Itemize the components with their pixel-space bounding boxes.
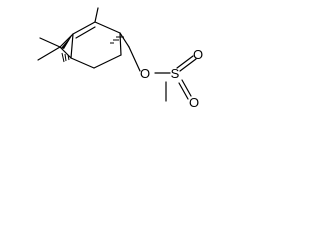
bond-ch2-o <box>128 46 141 72</box>
bond-c4-c5 <box>93 54 122 69</box>
hashed-wedge-bonds <box>61 36 124 63</box>
bond-c3-c4 <box>119 32 122 56</box>
bond-c1-c2-double <box>75 26 96 39</box>
bond-c6-c1 <box>70 33 74 59</box>
oxygen-ester-label: O <box>140 66 150 81</box>
bond-s-o-top-double <box>179 58 197 72</box>
solid-wedge-bond <box>61 34 73 49</box>
oxygen-top-label: O <box>193 47 203 62</box>
bond-c6-c7 <box>59 46 72 59</box>
bond-c7-methyl-b <box>37 46 61 61</box>
bond-c5-c6 <box>70 57 95 69</box>
structure-canvas: O S O O <box>0 0 222 122</box>
bond-c7-methyl-a <box>39 37 61 48</box>
bond-c1-c2 <box>72 21 96 35</box>
sulfur-label: S <box>171 66 180 81</box>
bond-s-o-bottom <box>181 79 192 97</box>
bond-c2-methyl <box>94 7 99 23</box>
oxygen-bottom-label: O <box>189 95 199 110</box>
chemical-structure-diagram: O S O O <box>37 7 203 110</box>
bond-s-o-top <box>176 55 194 69</box>
bond-c1-c7 <box>59 33 74 48</box>
bond-c3-ch2 <box>119 32 130 48</box>
bond-s-o-bottom-double <box>178 82 189 100</box>
bond-c2-c3 <box>94 21 121 34</box>
